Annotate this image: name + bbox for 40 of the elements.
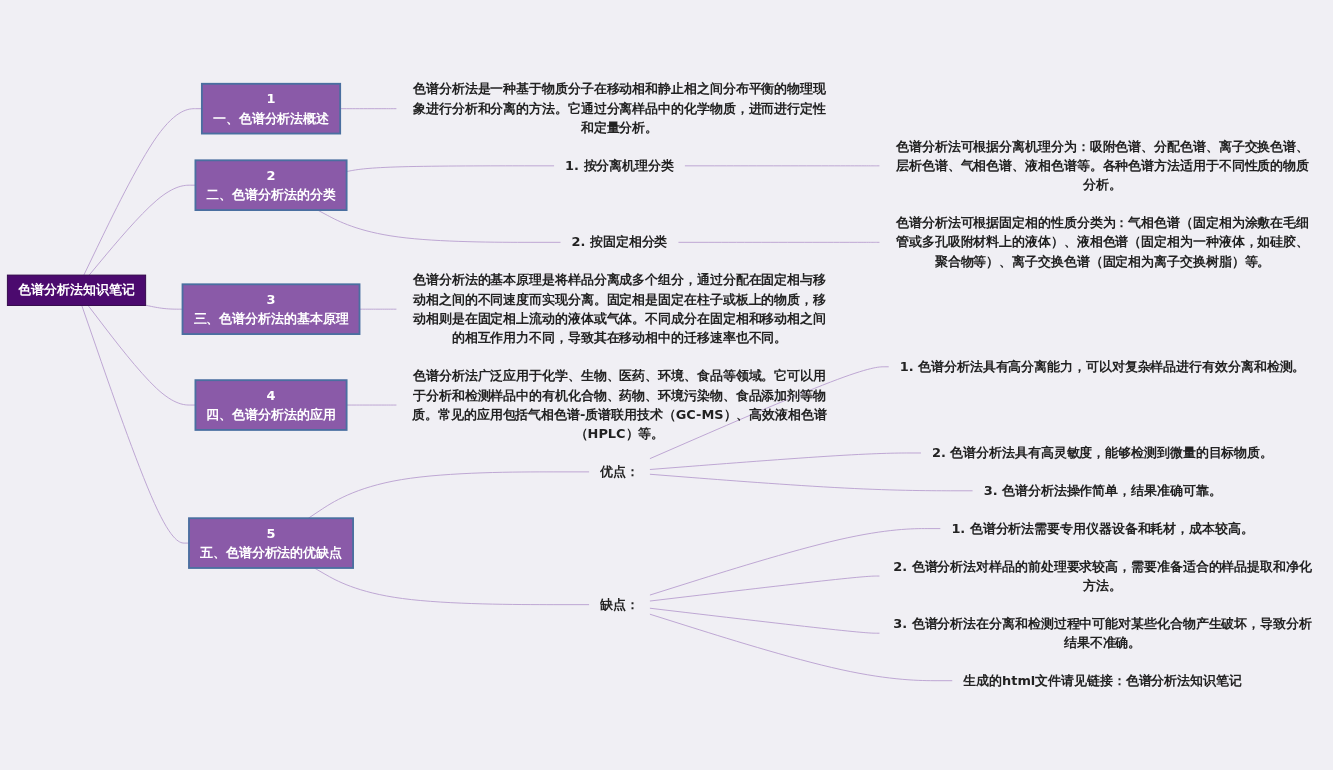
connector xyxy=(649,452,922,470)
node-text: 1. 色谱分析法需要专用仪器设备和耗材，成本较高。 xyxy=(951,520,1254,536)
node-box: 3 三、色谱分析法的基本原理 xyxy=(181,283,361,335)
connector xyxy=(313,567,590,606)
connector xyxy=(684,165,880,167)
connector xyxy=(649,528,941,596)
node-text: 1. 按分离机理分类 xyxy=(565,157,674,173)
node-box: 2 二、色谱分析法的分类 xyxy=(194,159,348,211)
node-text: 2. 色谱分析法具有高灵敏度，能够检测到微量的目标物质。 xyxy=(932,445,1274,460)
node-box: 1 一、色谱分析法概述 xyxy=(200,82,342,135)
connector xyxy=(678,241,880,243)
node-text: 2. 按固定相分类 xyxy=(571,234,668,250)
connector xyxy=(649,366,890,460)
connector xyxy=(649,473,974,492)
connector xyxy=(87,305,196,406)
node-text: 3. 色谱分析法操作简单，结果准确可靠。 xyxy=(983,482,1222,498)
node-text: 缺点： xyxy=(600,596,639,612)
connector xyxy=(649,575,880,602)
node-box: 4 四、色谱分析法的应用 xyxy=(194,379,348,431)
node-text: 色谱分析法广泛应用于化学、生物、医药、环境、食品等领域。它可以用于分析和检测样品中的有机化合物、药物、环境污染物、食品添加剂等物质。常见的应用包括气相色谱-质谱联用技术（GC-MS）、高效液相色谱（HPLC）等。 xyxy=(412,368,827,441)
node-box: 色谱分析法知识笔记 xyxy=(6,274,147,306)
node-text: 1. 色谱分析法具有高分离能力，可以对复杂样品进行有效分离和检测。 xyxy=(899,358,1306,374)
connector xyxy=(346,165,555,172)
connector xyxy=(649,613,953,682)
node-text: 色谱分析法是一种基于物质分子在移动相和静止相之间分布平衡的物理现象进行分析和分离的方法。它通过分离样品中的化学物质，进而进行定性和定量分析。 xyxy=(412,81,826,135)
connector xyxy=(145,304,183,310)
connector xyxy=(359,308,397,310)
connector xyxy=(346,404,397,406)
node-text: 色谱分析法的基本原理是将样品分离成多个组分，通过分配在固定相与移动相之间的不同速度而实现分离。固定相是固定在柱子或板上的物质，移动相则是在固定相上流动的液体或气体。不同成分在固定相和移动相之间的相互作用力不同，导致其在移动相中的迁移速率也不同。 xyxy=(412,272,826,346)
node-text: 3. 色谱分析法在分离和检测过程中可能对某些化合物产生破坏，导致分析结果不准确。 xyxy=(893,615,1312,650)
node-text: 生成的html文件请见链接：色谱分析法知识笔记 xyxy=(963,672,1242,688)
node-text: 优点： xyxy=(600,464,639,479)
node-text: 色谱分析法可根据固定相的性质分类为：气相色谱（固定相为涂敷在毛细管或多孔吸附材料上的液体）、液相色谱（固定相为一种液体，如硅胶、聚合物等）、离子交换色谱（固定相为离子交换树脂）等。 xyxy=(896,215,1310,269)
node-text: 色谱分析法可根据分离机理分为：吸附色谱、分配色谱、离子交换色谱、层析色谱、气相色谱、液相色谱等。各种色谱方法适用于不同性质的物质分析。 xyxy=(896,138,1310,193)
connector xyxy=(307,471,590,519)
connector xyxy=(317,209,561,243)
node-box: 5 五、色谱分析法的优缺点 xyxy=(188,517,354,569)
node-text: 2. 色谱分析法对样品的前处理要求较高，需要准备适合的样品提取和净化方法。 xyxy=(893,558,1312,593)
connector xyxy=(88,184,196,276)
connector xyxy=(649,607,880,634)
